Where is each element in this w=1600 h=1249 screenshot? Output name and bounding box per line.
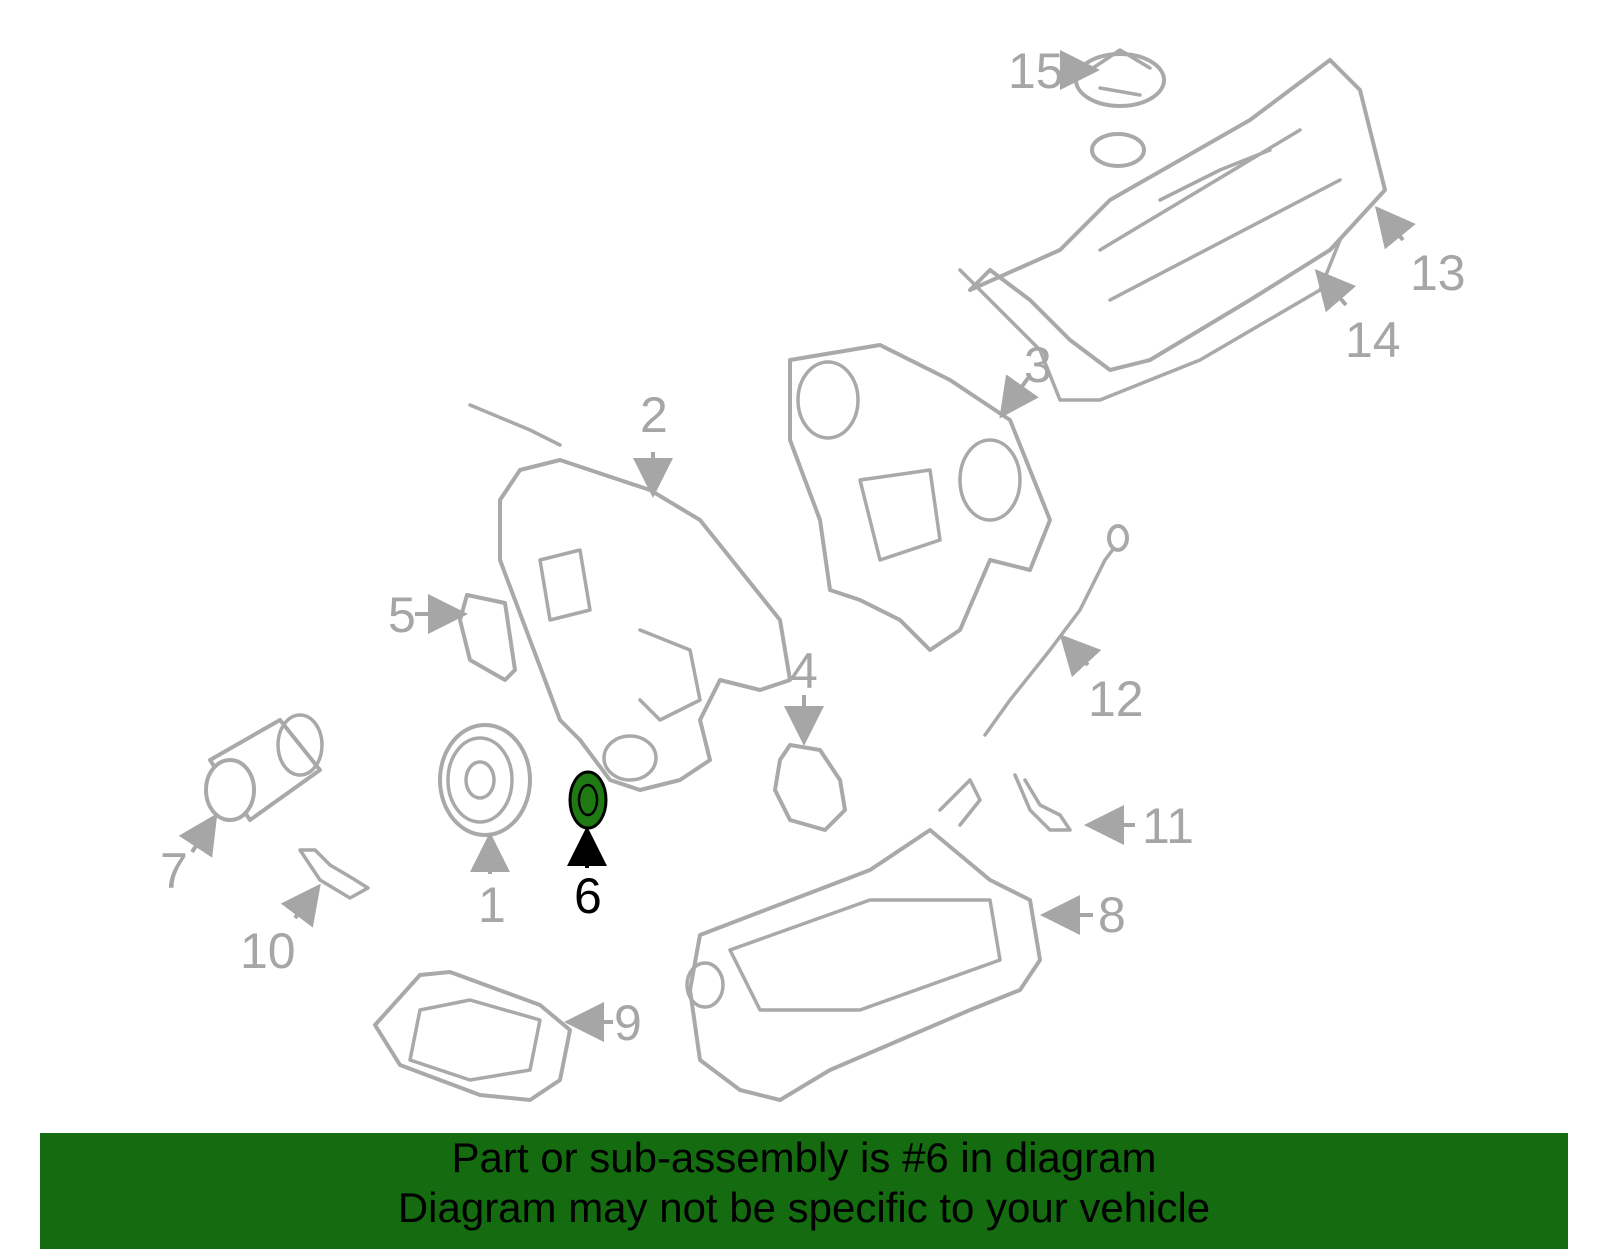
- callout-labels: 15 13 14 3 2 5 4 12 11 1 6 7 10 8 9: [160, 43, 1466, 1051]
- callout-15: 15: [1008, 43, 1064, 99]
- crank-pulley-part: [438, 723, 532, 837]
- valve-cover-gasket-part: [958, 238, 1342, 402]
- cover-plate-part: [458, 593, 517, 682]
- callout-12: 12: [1088, 671, 1144, 727]
- valve-cover-part: [968, 58, 1387, 372]
- callout-9: 9: [614, 995, 642, 1051]
- callout-8: 8: [1098, 887, 1126, 943]
- arrow-14: [1314, 268, 1357, 313]
- banner-line-1: Part or sub-assembly is #6 in diagram: [451, 1134, 1157, 1181]
- callout-13: 13: [1410, 245, 1466, 301]
- front-oil-seal-part: [568, 770, 608, 830]
- callout-2: 2: [640, 387, 668, 443]
- lower-oil-pan-part: [373, 970, 572, 1102]
- dipstick-part: [983, 524, 1129, 737]
- callout-14: 14: [1345, 312, 1401, 368]
- callout-11: 11: [1142, 798, 1194, 854]
- callout-7: 7: [160, 843, 188, 899]
- front-timing-cover-part: [468, 403, 792, 792]
- rear-timing-cover-part: [788, 343, 1052, 652]
- drain-plug-gasket-part: [298, 848, 370, 900]
- oil-filter-part: [204, 713, 324, 822]
- info-banner: Part or sub-assembly is #6 in diagram Di…: [40, 1133, 1568, 1249]
- oil-filler-cap-part: [1074, 48, 1166, 108]
- arrow-10: [280, 883, 321, 928]
- cover-gasket-part: [773, 743, 847, 832]
- callout-10: 10: [240, 923, 296, 979]
- callout-6: 6: [574, 868, 602, 924]
- callout-3: 3: [1024, 337, 1052, 393]
- bracket-part: [1013, 773, 1072, 832]
- arrow-3: [999, 374, 1039, 419]
- arrow-7: [178, 813, 218, 858]
- callout-1: 1: [478, 877, 506, 933]
- arrow-12: [1059, 634, 1102, 678]
- upper-oil-pan-part: [685, 778, 1042, 1102]
- callout-4: 4: [790, 643, 818, 699]
- arrow-13: [1374, 205, 1416, 250]
- callout-5: 5: [388, 587, 416, 643]
- callout-arrows: [178, 50, 1416, 1042]
- banner-line-2: Diagram may not be specific to your vehi…: [397, 1184, 1211, 1231]
